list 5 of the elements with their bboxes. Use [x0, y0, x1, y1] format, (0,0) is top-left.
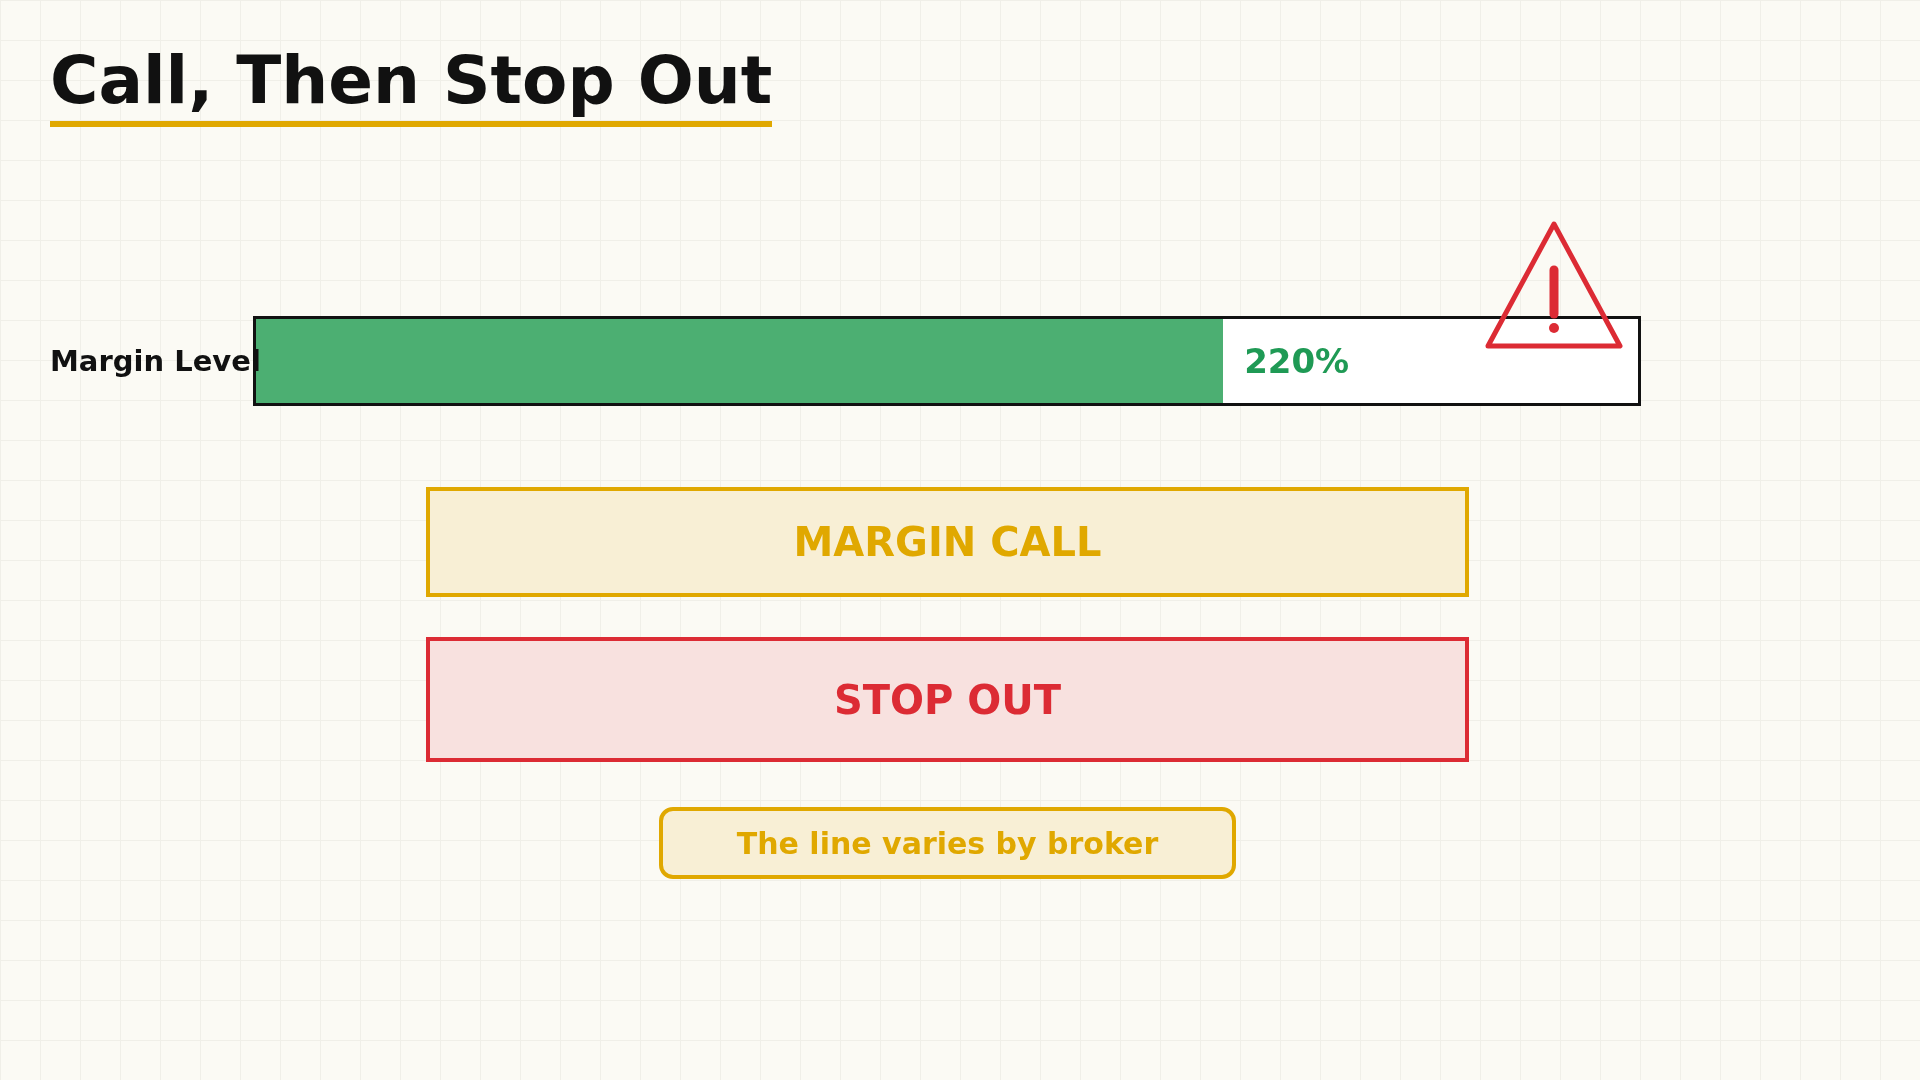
percent-value: 220% [1244, 341, 1350, 381]
note-box: The line varies by broker [659, 807, 1236, 879]
stop-out-band: STOP OUT [426, 637, 1469, 762]
title: Call, Then Stop Out [50, 42, 773, 127]
margin-call-band: MARGIN CALL [426, 487, 1469, 597]
